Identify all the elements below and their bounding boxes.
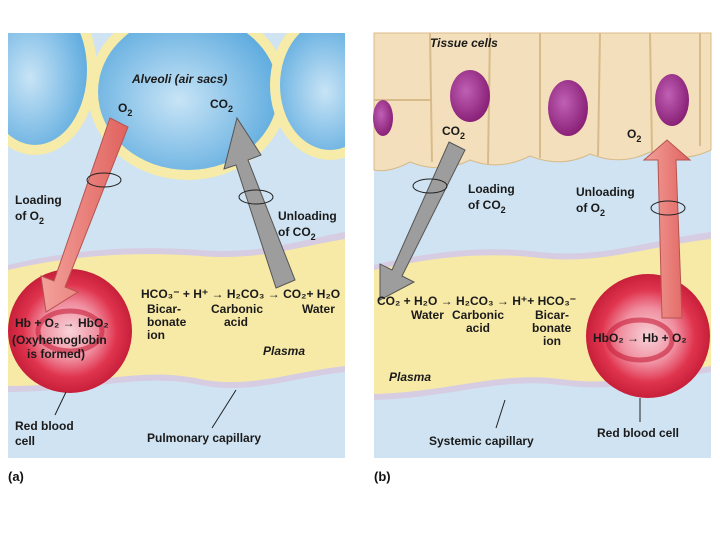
carbonic-acid-a: Carbonic acid — [211, 302, 266, 329]
equation-a: HCO₃⁻ + H⁺ → H₂CO₃ → CO₂+ H₂O — [141, 287, 340, 301]
carbonic-acid-b: Carbonic acid — [452, 308, 507, 335]
water-a: Water — [302, 302, 335, 316]
tissue-cells-label: Tissue cells — [430, 36, 498, 50]
red-blood-cell-label-b: Red blood cell — [597, 426, 679, 440]
co2-label-a: CO2 — [210, 97, 233, 114]
oxyhemoglobin-note: (Oxyhemoglobin is formed) — [12, 333, 110, 361]
o2-label-a: O2 — [118, 101, 132, 118]
bicarbonate-ion-b: Bicar- bonate ion — [532, 308, 575, 348]
pulmonary-capillary-label: Pulmonary capillary — [147, 431, 261, 445]
systemic-capillary-label: Systemic capillary — [429, 434, 534, 448]
panel-b-label: (b) — [374, 469, 391, 484]
equation-b: CO₂ + H₂O → H₂CO₃ → H⁺+ HCO₃⁻ — [377, 294, 576, 308]
co2-loading-arrow — [379, 141, 466, 301]
tissue-cells-illustration — [373, 32, 712, 172]
panel-a-label: (a) — [8, 469, 24, 484]
red-blood-cell-label-a: Red blood cell — [15, 419, 77, 448]
bicarbonate-ion-a: Bicar- bonate ion — [147, 302, 190, 342]
o2-label-b: O2 — [627, 127, 641, 144]
red-blood-cell-a — [8, 269, 132, 393]
water-b: Water — [411, 308, 444, 322]
rbc-equation-a: Hb + O₂ → HbO₂ — [15, 316, 109, 330]
o2-unloading-arrow — [642, 139, 692, 319]
co2-label-b: CO2 — [442, 124, 465, 141]
plasma-label-b: Plasma — [389, 370, 431, 384]
alveoli-label: Alveoli (air sacs) — [131, 72, 227, 86]
co2-unloading-arrow — [223, 116, 296, 289]
rbc-equation-b: HbO₂ → Hb + O₂ — [593, 331, 687, 345]
plasma-label-a: Plasma — [263, 344, 305, 358]
o2-loading-arrow — [40, 117, 129, 313]
